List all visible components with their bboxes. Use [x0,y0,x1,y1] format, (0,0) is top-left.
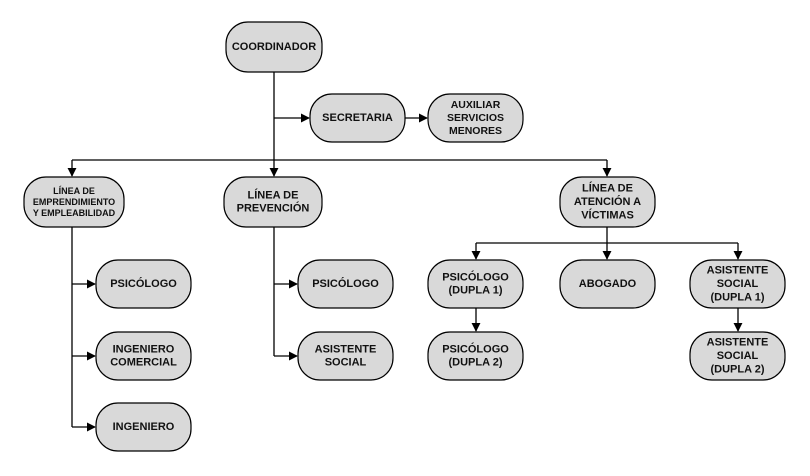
node-secretaria: SECRETARIA [309,93,406,143]
node-label-line: EMPRENDIMIENTO [33,197,115,207]
node-label-line: PSICÓLOGO [442,342,509,355]
node-box [23,176,125,228]
node-label-line: ABOGADO [579,278,637,290]
node-label-line: (DUPLA 1) [449,285,503,297]
node-label-line: Y EMPLEABILIDAD [33,208,116,218]
node-label-line: LÍNEA DE [53,186,95,196]
node-at-abogado: ABOGADO [559,259,656,309]
nodes: COORDINADOR SECRETARIA AUXILIARSERVICIOSME… [23,21,786,452]
node-box [309,93,406,143]
node-label-line: SERVICIOS [447,112,504,124]
node-box [427,93,524,143]
node-box [689,259,786,309]
node-label-line: ASISTENTE [707,265,769,277]
node-label-line: ATENCIÓN A [574,195,641,208]
node-label-line: SOCIAL [717,350,759,362]
node-box [95,331,192,381]
node-label-line: VÍCTIMAS [581,208,634,221]
node-label-line: LÍNEA DE [248,188,299,201]
node-box [559,176,656,228]
node-box [297,259,394,309]
node-label-line: (DUPLA 2) [711,363,765,375]
node-box [225,21,323,73]
node-emp-ingeniero: INGENIERO [95,402,192,452]
node-box [297,331,394,381]
connectors [67,72,743,432]
node-prev-psicologo: PSICÓLOGO [297,259,394,309]
node-box [689,331,786,381]
node-label-line: PREVENCIÓN [237,202,310,215]
node-label-line: MENORES [449,125,502,137]
node-label-line: PSICÓLOGO [312,277,379,290]
node-label-line: SOCIAL [717,278,759,290]
node-box [427,331,524,381]
node-box [95,402,192,452]
node-label-line: (DUPLA 1) [711,291,765,303]
node-label-line: ASISTENTE [315,343,377,355]
node-box [223,176,323,228]
node-label-line: COORDINADOR [232,41,316,53]
node-label-line: SECRETARIA [322,112,393,124]
node-at-psicologo2: PSICÓLOGO (DUPLA 2) [427,331,524,381]
node-label-line: SOCIAL [325,357,367,369]
node-box [95,259,192,309]
node-label-line: COMERCIAL [110,357,177,369]
node-box [559,259,656,309]
node-label-line: PSICÓLOGO [110,277,177,290]
node-label-line: INGENIERO [113,343,175,355]
node-label-line: (DUPLA 2) [449,357,503,369]
node-label-line: AUXILIAR [451,99,501,111]
node-at-psicologo1: PSICÓLOGO (DUPLA 1) [427,259,524,309]
node-label-line: LÍNEA DE [582,182,633,195]
node-label-line: INGENIERO [113,421,175,433]
node-box [427,259,524,309]
node-label-line: PSICÓLOGO [442,270,509,283]
node-coordinador: COORDINADOR [225,21,323,73]
node-emp-ing-comercial: INGENIERO COMERCIAL [95,331,192,381]
node-emp-psicologo: PSICÓLOGO [95,259,192,309]
node-prev-asistente: ASISTENTE SOCIAL [297,331,394,381]
node-label-line: ASISTENTE [707,337,769,349]
